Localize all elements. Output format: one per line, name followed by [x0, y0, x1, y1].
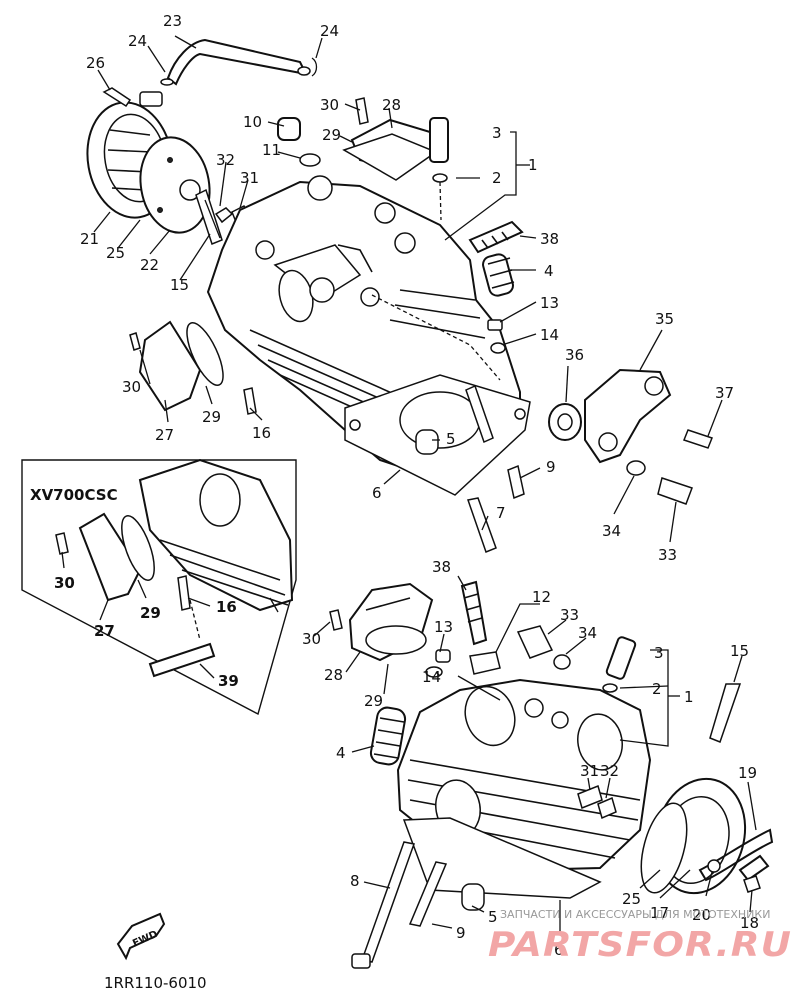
- callout-5: 5: [488, 908, 498, 926]
- callout-2: 2: [652, 680, 662, 698]
- callout-1: 1: [528, 156, 538, 174]
- callout-3: 3: [654, 644, 664, 662]
- callout-25: 25: [622, 890, 641, 908]
- callout-2: 2: [492, 169, 502, 187]
- callout-17: 17: [650, 904, 669, 922]
- watermark: ЗАПЧАСТИ И АКСЕССУАРЫ ДЛЯ МОТОТЕХНИКИ PA…: [488, 908, 792, 965]
- callout-15: 15: [170, 276, 189, 294]
- callout-38: 38: [432, 558, 451, 576]
- callout-32: 32: [216, 151, 235, 169]
- callout-30: 30: [302, 630, 321, 648]
- watermark-tagline: ЗАПЧАСТИ И АКСЕССУАРЫ ДЛЯ МОТОТЕХНИКИ: [500, 908, 770, 921]
- callout-23: 23: [163, 12, 182, 30]
- callout-28: 28: [324, 666, 343, 684]
- callout-24: 24: [320, 22, 339, 40]
- callout-35: 35: [655, 310, 674, 328]
- callout-30: 30: [54, 574, 75, 592]
- callout-13: 13: [434, 618, 453, 636]
- callout-27: 27: [155, 426, 174, 444]
- callout-14: 14: [540, 326, 559, 344]
- head-side-cover: [86, 91, 211, 234]
- callout-24: 24: [128, 32, 147, 50]
- diagram-code: 1RR110-6010: [104, 974, 207, 992]
- breather-hose: [166, 38, 308, 86]
- callout-26: 26: [86, 54, 105, 72]
- callout-29: 29: [322, 126, 341, 144]
- callout-4: 4: [544, 262, 554, 280]
- rear-cylinder-head-group: [86, 38, 713, 553]
- callout-18: 18: [740, 914, 759, 932]
- callout-34: 34: [578, 624, 597, 642]
- callout-16: 16: [252, 424, 271, 442]
- inset-title: XV700CSC: [30, 486, 118, 504]
- callout-14: 14: [422, 668, 441, 686]
- callout-29: 29: [140, 604, 161, 622]
- callout-39: 39: [218, 672, 239, 690]
- callout-6: 6: [372, 484, 382, 502]
- callout-38: 38: [540, 230, 559, 248]
- callout-29: 29: [364, 692, 383, 710]
- callout-27: 27: [94, 622, 115, 640]
- callout-25: 25: [106, 244, 125, 262]
- callouts-top: 23 24 24 26 30 28 10 29 3 1 11 2 32 31 2…: [80, 12, 734, 564]
- callout-13: 13: [540, 294, 559, 312]
- watermark-logo: PARTSFOR.RU: [488, 925, 792, 965]
- inset-xv700csc: [21, 458, 297, 716]
- front-cylinder-head-group: [329, 580, 774, 969]
- callout-32: 32: [600, 762, 619, 780]
- callout-29: 29: [202, 408, 221, 426]
- leader-lines-top: [93, 35, 723, 543]
- callout-5: 5: [446, 430, 456, 448]
- callout-30: 30: [122, 378, 141, 396]
- callout-19: 19: [738, 764, 757, 782]
- callout-9: 9: [546, 458, 556, 476]
- callout-6: 6: [554, 941, 564, 959]
- callout-4: 4: [336, 744, 346, 762]
- callout-31: 31: [240, 169, 259, 187]
- callout-37: 37: [715, 384, 734, 402]
- callout-8: 8: [350, 872, 360, 890]
- callout-16: 16: [216, 598, 237, 616]
- callout-31: 31: [580, 762, 599, 780]
- callout-20: 20: [692, 906, 711, 924]
- callout-28: 28: [382, 96, 401, 114]
- callout-36: 36: [565, 346, 584, 364]
- callout-15: 15: [730, 642, 749, 660]
- callout-33: 33: [658, 546, 677, 564]
- callout-22: 22: [140, 256, 159, 274]
- callout-1: 1: [684, 688, 694, 706]
- callout-21: 21: [80, 230, 99, 248]
- callout-9: 9: [456, 924, 466, 942]
- forward-direction-arrow: FWD: [116, 912, 166, 961]
- callout-30: 30: [320, 96, 339, 114]
- leader-lines-bottom: [313, 575, 757, 934]
- callouts-inset: XV700CSC 30 29 27 16 39: [30, 486, 239, 690]
- callout-10: 10: [243, 113, 262, 131]
- callout-33: 33: [560, 606, 579, 624]
- callout-34: 34: [602, 522, 621, 540]
- callouts-bottom: 38 12 33 34 3 15 30 13 2 1 28 14 29 4 31…: [302, 558, 759, 959]
- callout-11: 11: [262, 141, 281, 159]
- callout-3: 3: [492, 124, 502, 142]
- callout-7: 7: [496, 504, 506, 522]
- callout-12: 12: [532, 588, 551, 606]
